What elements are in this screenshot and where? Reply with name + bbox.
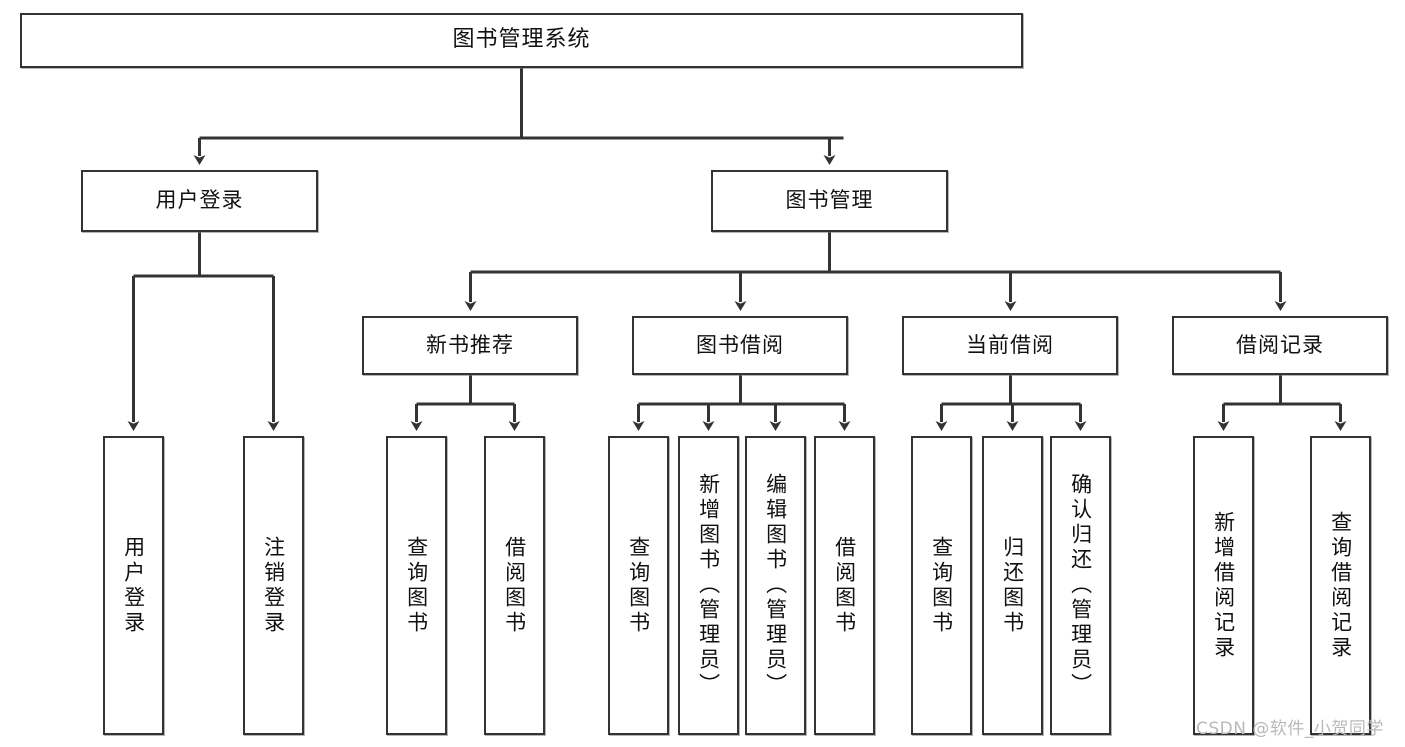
leaf-query-book-borrow[interactable]: 查询图书 <box>608 436 669 735</box>
leaf-borrow-book[interactable]: 借阅图书 <box>814 436 875 735</box>
node-new-book-recommend[interactable]: 新书推荐 <box>362 316 578 375</box>
node-label: 归还图书 <box>1000 535 1025 636</box>
leaf-query-book-recommend[interactable]: 查询图书 <box>386 436 447 735</box>
node-book-management[interactable]: 图书管理 <box>711 170 948 232</box>
leaf-borrow-book-recommend[interactable]: 借阅图书 <box>484 436 545 735</box>
node-current-borrow[interactable]: 当前借阅 <box>902 316 1118 375</box>
leaf-add-book-admin[interactable]: 新增图书（管理员） <box>678 436 739 735</box>
node-user-login[interactable]: 用户登录 <box>81 170 318 232</box>
node-label: 查询图书 <box>404 535 429 636</box>
node-label: 确认归还（管理员） <box>1068 473 1093 698</box>
node-label: 编辑图书（管理员） <box>763 473 788 698</box>
node-label: 查询图书 <box>626 535 651 636</box>
leaf-return-book[interactable]: 归还图书 <box>982 436 1043 735</box>
node-label: 借阅图书 <box>832 535 857 636</box>
node-label: 用户登录 <box>121 535 146 636</box>
node-label: 借阅图书 <box>502 535 527 636</box>
node-root-system[interactable]: 图书管理系统 <box>20 13 1023 68</box>
node-label: 图书管理 <box>785 188 874 213</box>
leaf-edit-book-admin[interactable]: 编辑图书（管理员） <box>745 436 806 735</box>
leaf-query-book-current[interactable]: 查询图书 <box>911 436 972 735</box>
leaf-add-borrow-record[interactable]: 新增借阅记录 <box>1193 436 1254 735</box>
node-label: 图书借阅 <box>696 332 784 357</box>
node-label: 新书推荐 <box>426 332 514 357</box>
node-label: 图书管理系统 <box>452 27 591 53</box>
leaf-user-login[interactable]: 用户登录 <box>103 436 164 735</box>
node-label: 注销登录 <box>261 535 286 636</box>
node-label: 当前借阅 <box>966 332 1054 357</box>
watermark-text: CSDN @软件_小贺同学 <box>1196 719 1384 739</box>
node-label: 查询借阅记录 <box>1328 510 1353 661</box>
leaf-query-borrow-record[interactable]: 查询借阅记录 <box>1310 436 1371 735</box>
leaf-confirm-return-admin[interactable]: 确认归还（管理员） <box>1050 436 1111 735</box>
node-label: 新增图书（管理员） <box>696 473 721 698</box>
node-label: 用户登录 <box>155 188 244 213</box>
node-borrow-records[interactable]: 借阅记录 <box>1172 316 1388 375</box>
node-label: 借阅记录 <box>1236 332 1324 357</box>
leaf-user-logout[interactable]: 注销登录 <box>243 436 304 735</box>
node-book-borrow[interactable]: 图书借阅 <box>632 316 848 375</box>
node-label: 查询图书 <box>929 535 954 636</box>
node-label: 新增借阅记录 <box>1211 510 1236 661</box>
